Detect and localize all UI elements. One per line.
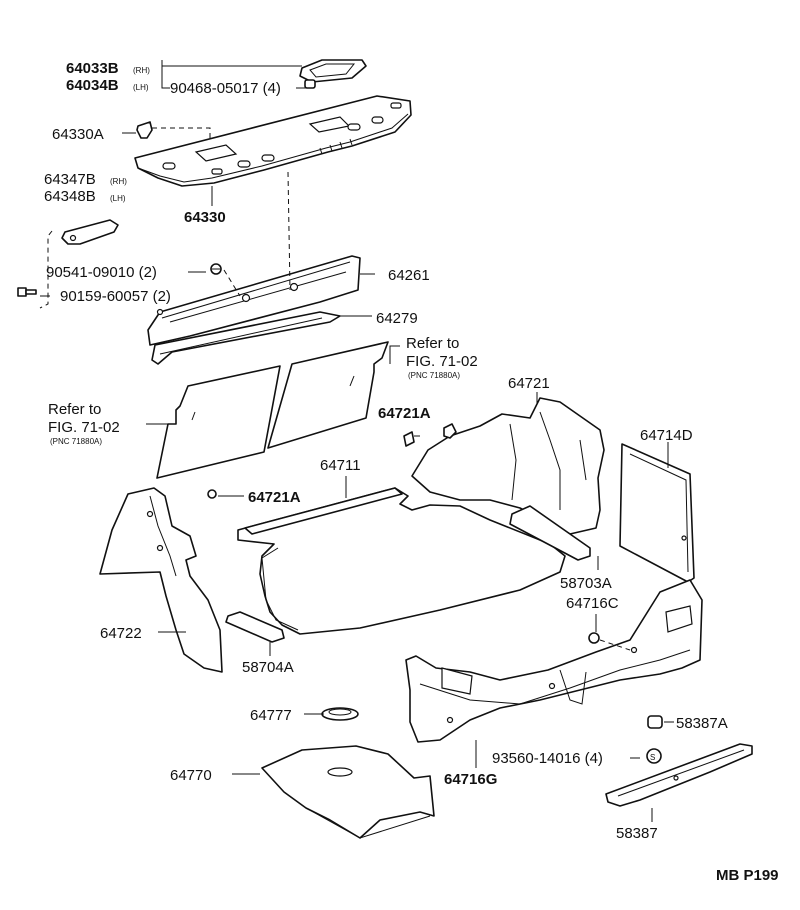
ref-left-pnc: (PNC 71880A) xyxy=(50,437,102,446)
label-64330a: 64330A xyxy=(52,126,104,143)
label-64721: 64721 xyxy=(508,375,550,392)
label-64716c: 64716C xyxy=(566,595,619,612)
label-64348b-side: (LH) xyxy=(110,194,126,203)
label-90468: 90468-05017 (4) xyxy=(170,80,281,97)
screw-90159[interactable] xyxy=(17,287,37,297)
clip-64721a-left[interactable] xyxy=(207,489,217,499)
bracket-58703a[interactable] xyxy=(509,505,591,561)
ref-right-refer: Refer to xyxy=(406,335,459,352)
seatback-panel-left[interactable] xyxy=(156,365,281,479)
label-93560: 93560-14016 (4) xyxy=(492,750,603,767)
label-58387: 58387 xyxy=(616,825,658,842)
label-64722: 64722 xyxy=(100,625,142,642)
grommet-64777[interactable] xyxy=(321,707,359,721)
clip-64330a[interactable] xyxy=(136,121,153,139)
ref-right-fig: FIG. 71-02 xyxy=(406,353,478,370)
page-code: MB P199 xyxy=(716,867,779,884)
side-panel-64714d[interactable] xyxy=(619,443,695,583)
seatback-panel-right[interactable] xyxy=(267,341,389,449)
label-90541: 90541-09010 (2) xyxy=(46,264,157,281)
clip-64716c[interactable] xyxy=(588,632,600,644)
label-58387a: 58387A xyxy=(676,715,728,732)
label-64033b: 64033B xyxy=(66,60,119,77)
label-64033b-side: (RH) xyxy=(133,66,150,75)
rear-trim-64716g[interactable] xyxy=(405,579,703,743)
spare-tire-cover-64770[interactable] xyxy=(261,745,435,839)
label-64347b-side: (RH) xyxy=(110,177,127,186)
label-64034b-side: (LH) xyxy=(133,83,149,92)
label-64714d: 64714D xyxy=(640,427,693,444)
trunk-floor-mat-64711[interactable] xyxy=(237,487,566,635)
sill-plate-58387[interactable] xyxy=(605,743,753,807)
clip-64721a-right[interactable] xyxy=(403,423,457,447)
label-64721a-top: 64721A xyxy=(378,405,431,422)
clip-58387a[interactable] xyxy=(647,715,663,729)
shelf-rail-64261[interactable] xyxy=(147,255,361,346)
bracket-58704a[interactable] xyxy=(225,611,285,643)
speaker-cover-64033b[interactable] xyxy=(299,59,367,83)
label-64721a-left: 64721A xyxy=(248,489,301,506)
bracket-64347b[interactable] xyxy=(61,219,119,245)
label-64330: 64330 xyxy=(184,209,226,226)
screw-93560[interactable]: S xyxy=(646,748,662,764)
label-64711: 64711 xyxy=(320,457,361,474)
part-labels: 64033B (RH) 64034B (LH) 90468-05017 (4) … xyxy=(44,60,779,884)
label-64777: 64777 xyxy=(250,707,292,724)
weatherstrip-64279[interactable] xyxy=(151,311,341,365)
screw-93560-glyph: S xyxy=(650,753,655,762)
label-90159: 90159-60057 (2) xyxy=(60,288,171,305)
label-64034b: 64034B xyxy=(66,77,119,94)
side-trim-right-64721[interactable] xyxy=(411,397,605,535)
leader-lines xyxy=(39,60,674,822)
side-trim-left-64722[interactable] xyxy=(99,487,223,673)
package-tray-trim-64330[interactable] xyxy=(134,95,412,187)
label-58704a: 58704A xyxy=(242,659,294,676)
label-64279: 64279 xyxy=(376,310,418,327)
label-64348b: 64348B xyxy=(44,188,96,205)
clip-90468[interactable] xyxy=(304,79,316,89)
label-64261: 64261 xyxy=(388,267,430,284)
ref-left-fig: FIG. 71-02 xyxy=(48,419,120,436)
ref-right-pnc: (PNC 71880A) xyxy=(408,371,460,380)
label-64347b: 64347B xyxy=(44,171,96,188)
label-58703a: 58703A xyxy=(560,575,612,592)
label-64716g: 64716G xyxy=(444,771,497,788)
label-64770: 64770 xyxy=(170,767,212,784)
screw-90541[interactable] xyxy=(210,263,222,275)
ref-left-refer: Refer to xyxy=(48,401,101,418)
